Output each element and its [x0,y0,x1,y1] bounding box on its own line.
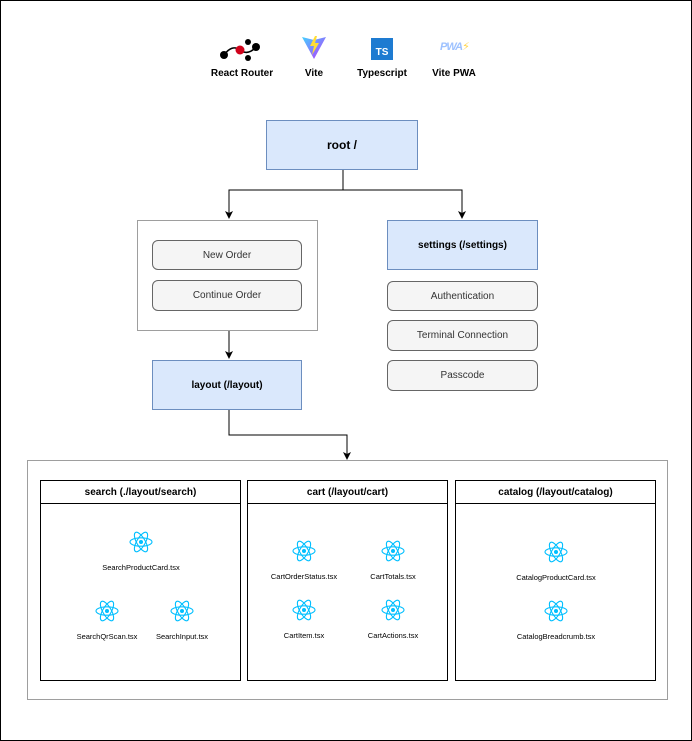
continue-order-label: Continue Order [192,290,262,301]
authentication-label: Authentication [430,290,495,302]
root-node[interactable]: root / [266,120,418,170]
terminal-connection-label: Terminal Connection [416,330,509,341]
component-cart-totals[interactable]: CartTotals.tsx [338,540,448,584]
new-order-label: New Order [202,249,252,261]
settings-node[interactable]: settings (/settings) [387,220,538,270]
component-label: CartActions.tsx [367,631,419,640]
order-group [137,220,318,331]
cart-panel-title: cart (/layout/cart) [248,481,447,504]
cart-panel: cart (/layout/cart) CartOrderStatus.tsx … [247,480,448,681]
logo-vite: Vite [294,34,334,82]
component-label: CartItem.tsx [283,631,325,640]
component-cart-actions[interactable]: CartActions.tsx [338,599,448,643]
react-icon [544,600,568,622]
passcode-button[interactable]: Passcode [387,360,538,391]
react-icon [544,541,568,563]
root-node-label: root / [327,138,357,152]
layout-node-label: layout (/layout) [191,379,263,391]
component-label: CartOrderStatus.tsx [270,572,338,581]
react-icon [292,599,316,621]
edge-layout-to-panels [228,410,351,460]
logo-vite-pwa: PWA⚡ Vite PWA [426,38,486,82]
component-search-product-card[interactable]: SearchProductCard.tsx [86,531,196,575]
logo-label: Vite PWA [432,68,476,79]
component-cart-item[interactable]: CartItem.tsx [249,599,359,643]
react-router-icon [220,39,260,61]
component-label: CartTotals.tsx [370,572,416,581]
logo-react-router: React Router [210,36,274,82]
react-icon [170,600,194,622]
search-panel-title: search (./layout/search) [41,481,240,504]
logo-label: React Router [210,68,274,79]
component-catalog-product-card[interactable]: CatalogProductCard.tsx [501,541,611,585]
settings-node-label: settings (/settings) [418,239,507,251]
react-icon [381,540,405,562]
react-icon [381,599,405,621]
react-icon [95,600,119,622]
react-icon [129,531,153,553]
layout-node[interactable]: layout (/layout) [152,360,302,410]
vite-icon [302,36,326,59]
component-label: CatalogBreadcrumb.tsx [516,632,596,641]
catalog-panel-title: catalog (/layout/catalog) [456,481,655,504]
component-catalog-breadcrumb[interactable]: CatalogBreadcrumb.tsx [501,600,611,644]
edge-root-to-orders [225,170,344,219]
component-cart-order-status[interactable]: CartOrderStatus.tsx [249,540,359,584]
component-label: SearchInput.tsx [155,632,209,641]
edge-root-to-settings [343,189,466,219]
logo-label: Vite [304,68,324,79]
logo-typescript: TS Typescript [352,38,412,82]
continue-order-button[interactable]: Continue Order [152,280,302,311]
search-panel: search (./layout/search) SearchProductCa… [40,480,241,681]
catalog-panel: catalog (/layout/catalog) CatalogProduct… [455,480,656,681]
component-label: SearchQrScan.tsx [76,632,138,641]
component-search-qr-scan[interactable]: SearchQrScan.tsx [52,600,162,644]
logo-label: Typescript [357,68,407,79]
new-order-button[interactable]: New Order [152,240,302,270]
component-label: SearchProductCard.tsx [102,563,180,572]
vite-pwa-icon: PWA⚡ [440,41,470,53]
component-label: CatalogProductCard.tsx [516,573,596,582]
authentication-button[interactable]: Authentication [387,281,538,311]
react-icon [292,540,316,562]
typescript-icon: TS [371,38,393,60]
terminal-connection-button[interactable]: Terminal Connection [387,320,538,351]
component-search-input[interactable]: SearchInput.tsx [127,600,237,644]
passcode-label: Passcode [440,370,485,381]
